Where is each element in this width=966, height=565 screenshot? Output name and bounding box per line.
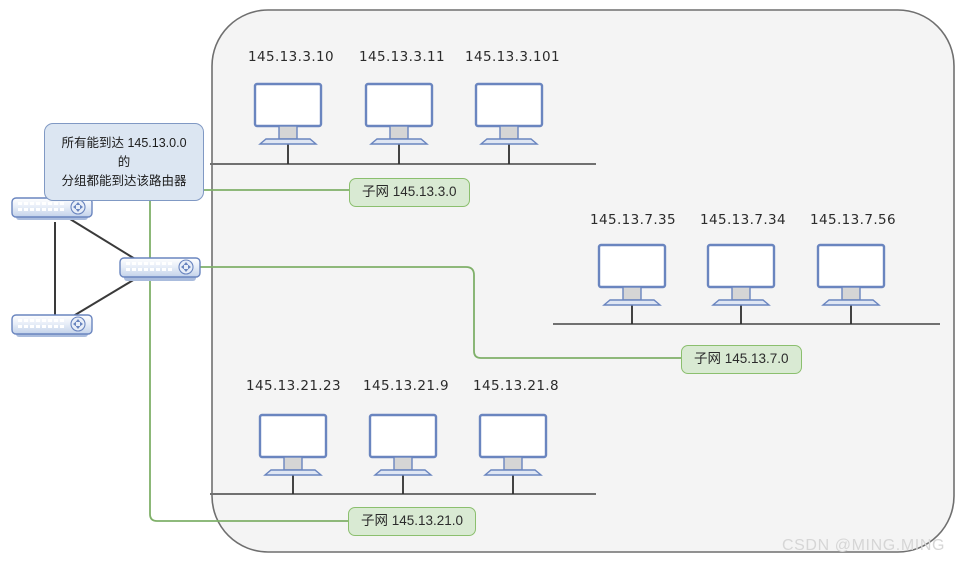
subnet-pill-145-13-3-0[interactable]: 子网 145.13.3.0 xyxy=(349,178,470,207)
computer-145-13-21-23[interactable] xyxy=(258,413,328,476)
route-line-subnet-21 xyxy=(149,266,348,522)
computer-145-13-3-10[interactable] xyxy=(253,82,323,145)
host-label-145-13-21-23: 145.13.21.23 xyxy=(246,378,341,394)
route-line-subnet-7 xyxy=(186,266,681,359)
computer-145-13-3-11[interactable] xyxy=(364,82,434,145)
host-label-145-13-7-56: 145.13.7.56 xyxy=(810,212,896,228)
host-label-145-13-3-101: 145.13.3.101 xyxy=(465,49,560,65)
computer-145-13-7-34[interactable] xyxy=(706,243,776,306)
computer-145-13-3-101[interactable] xyxy=(474,82,544,145)
subnet-pill-145-13-7-0[interactable]: 子网 145.13.7.0 xyxy=(681,345,802,374)
host-label-145-13-3-11: 145.13.3.11 xyxy=(359,49,445,65)
watermark: CSDN @MING.MING xyxy=(782,537,946,554)
router-center-icon[interactable] xyxy=(119,257,201,281)
computer-145-13-21-8[interactable] xyxy=(478,413,548,476)
link-bottomleft-center xyxy=(69,275,141,319)
computer-145-13-7-35[interactable] xyxy=(597,243,667,306)
computer-145-13-21-9[interactable] xyxy=(368,413,438,476)
router-callout: 所有能到达 145.13.0.0 的 分组都能到达该路由器 xyxy=(44,123,204,202)
host-label-145-13-21-8: 145.13.21.8 xyxy=(473,378,559,394)
host-label-145-13-7-34: 145.13.7.34 xyxy=(700,212,786,228)
computer-145-13-7-56[interactable] xyxy=(816,243,886,306)
subnet-pill-145-13-21-0[interactable]: 子网 145.13.21.0 xyxy=(348,507,477,536)
router-bottom-left-icon[interactable] xyxy=(11,314,93,337)
router-top-left-icon[interactable] xyxy=(11,197,93,220)
host-label-145-13-7-35: 145.13.7.35 xyxy=(590,212,676,228)
link-topleft-center xyxy=(69,218,141,263)
host-label-145-13-21-9: 145.13.21.9 xyxy=(363,378,449,394)
host-label-145-13-3-10: 145.13.3.10 xyxy=(248,49,334,65)
